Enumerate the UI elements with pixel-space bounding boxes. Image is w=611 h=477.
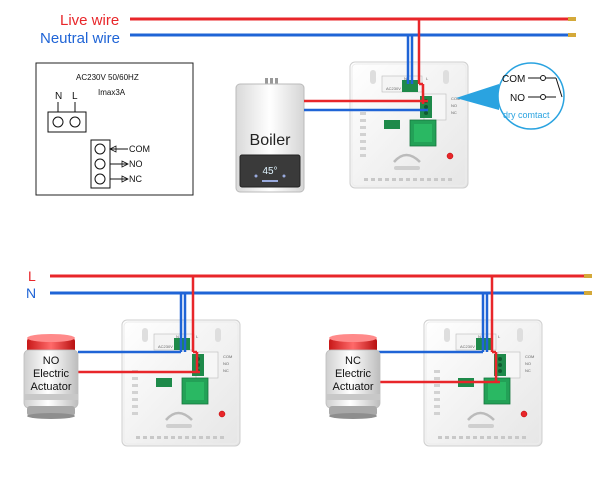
thermostat-bottom-right: N L AC230V COM NO NC: [422, 318, 544, 448]
svg-text:NC: NC: [223, 368, 229, 373]
live-wire-tip: [568, 17, 576, 21]
nc-electric-actuator: NC Electric Actuator: [325, 333, 381, 420]
callout-caption: dry comtact: [503, 110, 550, 120]
thermostat-bottom-left: N L AC230V COM NO NC: [120, 318, 242, 448]
svg-text:Actuator: Actuator: [31, 381, 72, 393]
boiler-display: 45°: [262, 166, 277, 177]
dry-contact-callout: COM NO dry comtact: [456, 62, 565, 130]
svg-text:Electric: Electric: [335, 368, 372, 380]
svg-text:NC: NC: [525, 368, 531, 373]
svg-text:N: N: [176, 334, 179, 339]
thermostat-top: N L AC230V COM NO NC: [348, 60, 470, 190]
svg-text:NC: NC: [345, 355, 361, 367]
svg-text:AC230V: AC230V: [460, 344, 475, 349]
nc-label: NC: [129, 174, 142, 184]
boiler-label: Boiler: [250, 132, 292, 149]
svg-text:Actuator: Actuator: [333, 381, 374, 393]
svg-text:AC230V: AC230V: [386, 86, 401, 91]
neutral-wire-tip: [568, 33, 576, 37]
terminal-l-label: L: [72, 91, 78, 102]
spec-voltage: AC230V 50/60HZ: [76, 73, 139, 82]
svg-text:NO: NO: [451, 103, 457, 108]
live-wire-label: Live wire: [60, 12, 119, 29]
svg-text:COM: COM: [451, 96, 460, 101]
terminal-spec-box: AC230V 50/60HZ Imax3A N L COM NO NC: [35, 62, 194, 196]
svg-text:L: L: [196, 334, 199, 339]
svg-text:COM: COM: [223, 354, 232, 359]
neutral-wire-label: Neutral wire: [40, 30, 120, 47]
spec-current: Imax3A: [98, 88, 126, 97]
terminal-n-label: N: [55, 91, 62, 102]
svg-text:NC: NC: [451, 110, 457, 115]
svg-text:AC230V: AC230V: [158, 344, 173, 349]
callout-com-label: COM: [502, 74, 525, 85]
svg-text:COM: COM: [525, 354, 534, 359]
svg-text:NO: NO: [525, 361, 531, 366]
boiler: Boiler 45°: [235, 78, 305, 193]
svg-text:N: N: [478, 334, 481, 339]
svg-text:L: L: [498, 334, 501, 339]
com-label: COM: [129, 144, 150, 154]
svg-text:Electric: Electric: [33, 368, 70, 380]
svg-text:L: L: [426, 76, 429, 81]
callout-no-label: NO: [510, 93, 525, 104]
no-label: NO: [129, 159, 143, 169]
svg-text:NO: NO: [43, 355, 60, 367]
svg-text:NO: NO: [223, 361, 229, 366]
live-short-label: L: [28, 268, 36, 284]
neutral-short-label: N: [26, 285, 36, 301]
svg-text:N: N: [404, 76, 407, 81]
no-electric-actuator: NO Electric Actuator: [23, 333, 79, 420]
